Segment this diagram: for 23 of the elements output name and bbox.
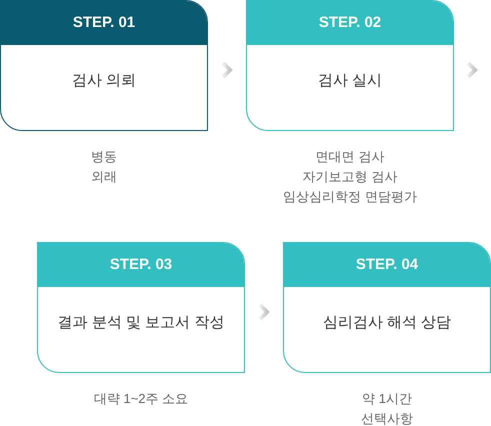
step-header: STEP. 04 bbox=[284, 243, 490, 287]
step-note: 외래 bbox=[91, 168, 117, 186]
step-note: 임상심리학정 면담평가 bbox=[283, 188, 417, 206]
step-header: STEP. 03 bbox=[38, 243, 244, 287]
step-card bbox=[283, 242, 491, 373]
step-note: 약 1시간 bbox=[362, 390, 412, 408]
step-header: STEP. 01 bbox=[1, 1, 207, 45]
step-title: 검사 의뢰 bbox=[72, 71, 136, 92]
step-header: STEP. 02 bbox=[247, 1, 453, 45]
step-card bbox=[246, 0, 454, 131]
step-card bbox=[37, 242, 245, 373]
step-note: 선택사항 bbox=[361, 410, 413, 426]
step-title: 검사 실시 bbox=[318, 71, 382, 92]
chevron-arrow bbox=[258, 304, 270, 320]
step-note: 대략 1~2주 소요 bbox=[94, 390, 188, 408]
chevron-arrow bbox=[222, 62, 233, 78]
step-note: 면대면 검사 bbox=[316, 148, 384, 166]
step-title: 결과 분석 및 보고서 작성 bbox=[58, 313, 224, 334]
step-card bbox=[0, 0, 208, 131]
chevron-arrow bbox=[466, 62, 478, 78]
step-note: 자기보고형 검사 bbox=[302, 168, 398, 186]
step-note: 병동 bbox=[91, 148, 117, 166]
step-title: 심리검사 해석 상담 bbox=[322, 313, 452, 334]
